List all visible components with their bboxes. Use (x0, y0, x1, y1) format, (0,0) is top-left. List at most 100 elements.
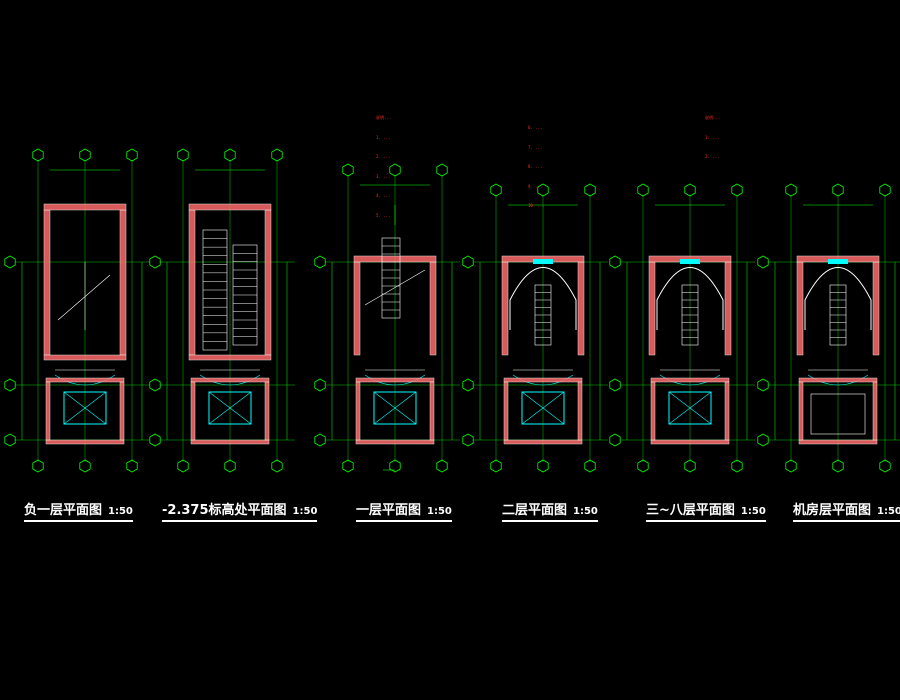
plan-scale-text: 1:50 (427, 506, 452, 517)
grid-axis-bubble (757, 255, 769, 269)
note-line: 2. ... (376, 154, 391, 159)
wall-segment (429, 261, 437, 356)
vent-marker (828, 259, 848, 264)
note-line: 3. ... (376, 173, 391, 179)
grid-axis-bubble (32, 148, 44, 162)
plan-title-f3-8: 三~八层平面图 1:50 (646, 499, 766, 522)
arch-wall (656, 267, 724, 330)
wall-segment (355, 439, 435, 445)
grid-axis-bubble (436, 459, 448, 473)
wall-segment (501, 261, 509, 356)
wall-segment (119, 209, 127, 356)
wall-segment (650, 439, 730, 445)
grid-axis-bubble (490, 459, 502, 473)
grid-axis-bubble (537, 459, 549, 473)
note-line: 说明... (705, 115, 721, 120)
wall-segment (577, 381, 583, 441)
grid-axis-bubble (271, 459, 283, 473)
grid-axis-bubble (389, 459, 401, 473)
wall-segment (43, 354, 127, 361)
elevator-outline (208, 391, 252, 425)
note-line: 9. ... (528, 183, 543, 189)
grid-axis-bubble (149, 378, 161, 392)
wall-segment (45, 381, 51, 441)
plan-title-text: -2.375标高处平面图 (162, 503, 287, 518)
grid-axis-bubble (731, 459, 743, 473)
grid-axis-bubble (224, 148, 236, 162)
wall-segment (872, 381, 878, 441)
floor-plan-m2375 (149, 148, 295, 473)
plan-title-text: 一层平面图 (356, 503, 422, 518)
grid-axis-bubble (609, 378, 621, 392)
wall-segment (264, 209, 272, 356)
elevator-car (208, 391, 252, 425)
elevator-outline (63, 391, 107, 425)
floor-plan-b1 (4, 148, 150, 473)
stair-flight (681, 284, 699, 346)
grid-axis-bubble (609, 433, 621, 447)
wall-segment (577, 261, 585, 356)
elevator-outline (521, 391, 565, 425)
machine-room-box (810, 393, 866, 435)
wall-segment (119, 381, 125, 441)
floor-plan-f2 (462, 183, 608, 473)
grid-axis-bubble (177, 459, 189, 473)
wall-segment (353, 255, 437, 263)
stair-flight (381, 237, 401, 319)
plan-scale-text: 1:50 (573, 506, 598, 517)
wall-segment (43, 209, 51, 356)
wall-segment (353, 261, 361, 356)
wall-segment (798, 381, 804, 441)
elevator-cross (373, 391, 417, 425)
note-line: 说明... (376, 115, 392, 120)
wall-segment (650, 381, 656, 441)
grid-axis-bubble (79, 148, 91, 162)
stair-flight (534, 284, 552, 346)
plan-title-text: 三~八层平面图 (646, 503, 735, 518)
wall-segment (796, 261, 804, 356)
wall-segment (503, 381, 509, 441)
wall-segment (648, 261, 656, 356)
stair-flight (202, 229, 228, 351)
grid-axis-bubble (832, 183, 844, 197)
wall-segment (650, 377, 730, 383)
wall-segment (43, 203, 127, 211)
grid-axis-bubble (436, 163, 448, 177)
grid-axis-bubble (879, 183, 891, 197)
grid-axis-bubble (609, 255, 621, 269)
wall-segment (188, 203, 272, 211)
plan-title-text: 机房层平面图 (793, 503, 872, 518)
floor-plan-f3-8 (609, 183, 755, 473)
plan-scale-text: 1:50 (740, 506, 766, 517)
wall-segment (188, 354, 272, 361)
elevator-cross (63, 391, 107, 425)
note-line: 5. ... (376, 212, 391, 218)
grid-axis-bubble (342, 459, 354, 473)
grid-axis-bubble (584, 459, 596, 473)
grid-axis-bubble (126, 459, 138, 473)
grid-axis-bubble (490, 183, 502, 197)
grid-axis-bubble (757, 433, 769, 447)
elevator-car (373, 391, 417, 425)
grid-axis-bubble (785, 183, 797, 197)
grid-axis-bubble (314, 433, 326, 447)
note-line: 7. ... (528, 144, 543, 150)
grid-axis-bubble (389, 163, 401, 177)
wall-segment (45, 377, 125, 383)
grid-axis-bubble (637, 183, 649, 197)
grid-axis-bubble (462, 433, 474, 447)
stair-flight (829, 284, 847, 346)
note-line: 2. ... (705, 154, 720, 159)
wall-segment (798, 377, 878, 383)
grid-axis-bubble (126, 148, 138, 162)
arch-wall (509, 267, 577, 330)
plan-title-text: 负一层平面图 (24, 503, 103, 518)
floor-plan-f1 (314, 163, 460, 473)
grid-axis-bubble (314, 255, 326, 269)
design-notes-block-3: 说明... 1. ... 2. ... (705, 102, 720, 167)
note-line: 8. ... (528, 164, 543, 169)
grid-axis-bubble (32, 459, 44, 473)
